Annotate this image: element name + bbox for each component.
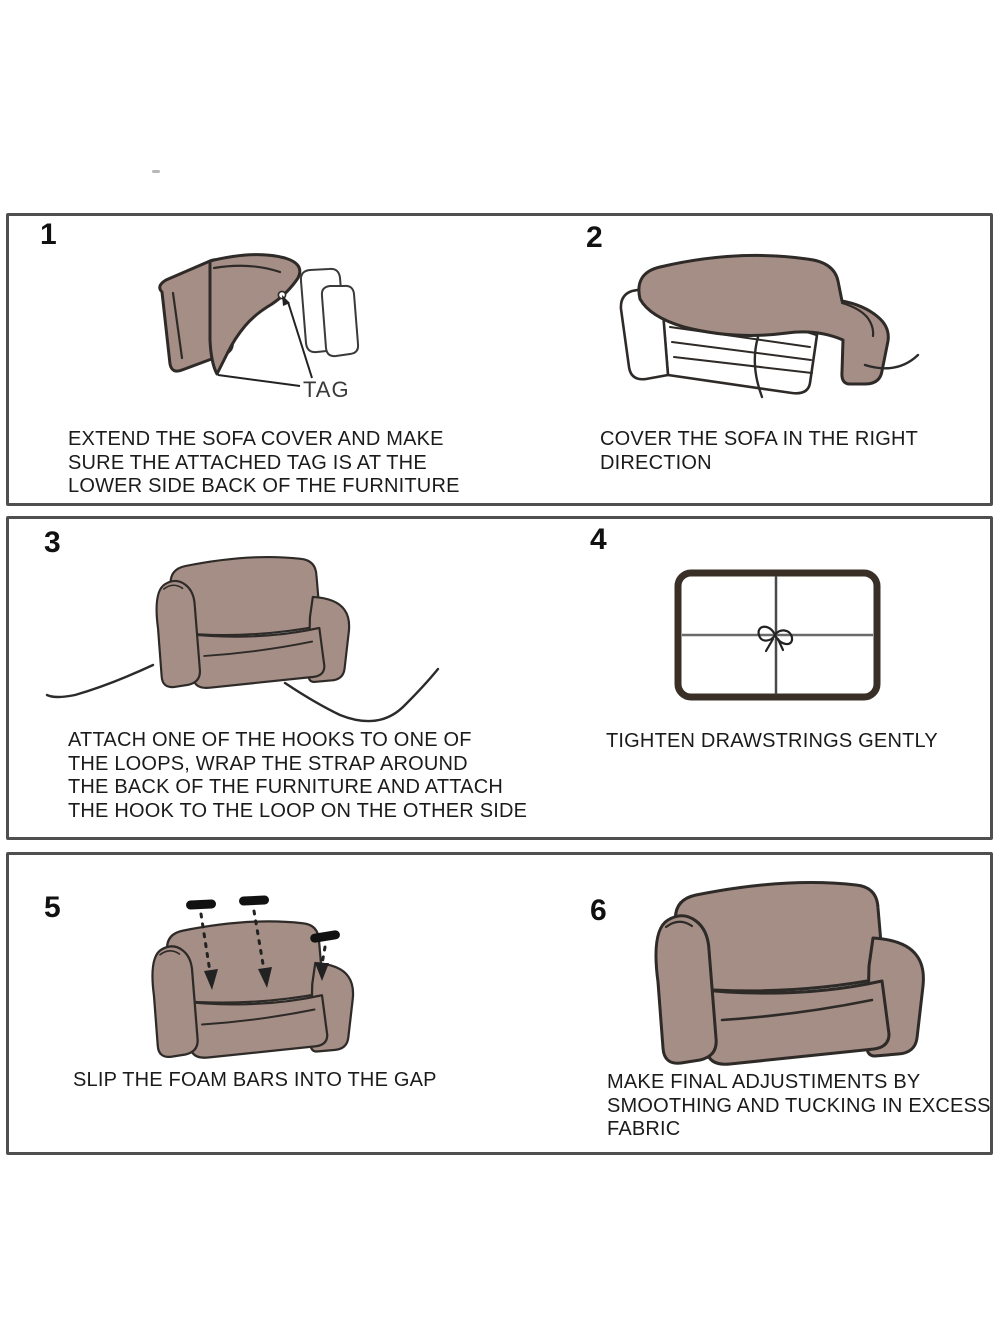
sofa-being-covered-illustration: [619, 253, 920, 399]
foam-bars-illustration: [151, 895, 355, 1059]
insert-arrows: [199, 909, 327, 974]
sofa-cover-shape: [158, 253, 302, 376]
step-5-caption: SLIP THE FOAM BARS INTO THE GAP: [73, 1069, 437, 1093]
cover-draped-shape: [637, 253, 890, 386]
bow-knot: [757, 625, 794, 653]
step-6-caption: MAKE FINAL ADJUSTIMENTS BY SMOOTHING AND…: [607, 1071, 991, 1142]
caption-line: SLIP THE FOAM BARS INTO THE GAP: [73, 1069, 437, 1091]
foam-bars: [186, 895, 340, 943]
strap-strings: [45, 663, 440, 723]
caption-line: MAKE FINAL ADJUSTIMENTS BY: [607, 1071, 921, 1093]
panel-steps-3-4: 3 ATTACH ONE OF THE HOOKS TO ONE OF THE …: [6, 516, 993, 840]
caption-line: THE HOOK TO THE LOOP ON THE OTHER SIDE: [68, 799, 528, 822]
caption-line: FABRIC: [607, 1118, 681, 1141]
step-6-number: 6: [590, 894, 607, 927]
tag-arrowhead: [282, 295, 290, 306]
panel-steps-1-2: 1 TAG EXTEND THE SOFA C: [6, 213, 993, 506]
step-2-caption: COVER THE SOFA IN THE RIGHT DIRECTION: [600, 428, 918, 475]
tag-pointer-lines: [217, 301, 313, 387]
arrowheads: [204, 963, 329, 990]
caption-line: ATTACH ONE OF THE HOOKS TO ONE OF: [68, 729, 472, 751]
caption-line: EXTEND THE SOFA COVER AND MAKE: [68, 428, 444, 450]
caption-line: DIRECTION: [600, 451, 712, 474]
step-4-caption: TIGHTEN DRAWSTRINGS GENTLY: [606, 730, 938, 754]
drawstrings: [753, 335, 920, 399]
step-3-caption: ATTACH ONE OF THE HOOKS TO ONE OF THE LO…: [68, 729, 527, 823]
finished-sofa-illustration: [654, 881, 925, 1066]
step-2-number: 2: [586, 221, 603, 254]
sofa-back-drawstring-illustration: [674, 569, 881, 701]
caption-line: TIGHTEN DRAWSTRINGS GENTLY: [606, 730, 938, 752]
caption-line: THE BACK OF THE FURNITURE AND ATTACH: [68, 776, 504, 799]
caption-line: SMOOTHING AND TUCKING IN EXCESS: [607, 1094, 991, 1117]
caption-line: COVER THE SOFA IN THE RIGHT: [600, 428, 919, 450]
sofa-ghost-outline: [299, 267, 360, 358]
step-1-number: 1: [40, 218, 57, 251]
covered-sofa: [155, 555, 351, 689]
panel-steps-5-6: 5 SLIP THE FOAM BARS INTO THE GAP 6: [6, 852, 993, 1155]
extended-sofa-cover-illustration: [158, 253, 360, 387]
covered-sofa: [151, 920, 355, 1059]
step-1-caption: EXTEND THE SOFA COVER AND MAKE SURE THE …: [68, 428, 460, 499]
step-4-number: 4: [590, 523, 607, 556]
scan-artifact-dot: [152, 170, 160, 173]
tag-label: TAG: [303, 377, 350, 402]
caption-line: THE LOOPS, WRAP THE STRAP AROUND: [68, 752, 468, 775]
step-5-number: 5: [44, 891, 61, 924]
step-3-number: 3: [44, 526, 61, 559]
covered-sofa-with-straps-illustration: [45, 555, 440, 723]
caption-line: LOWER SIDE BACK OF THE FURNITURE: [68, 475, 460, 498]
caption-line: SURE THE ATTACHED TAG IS AT THE: [68, 451, 427, 474]
covered-sofa: [654, 881, 925, 1066]
